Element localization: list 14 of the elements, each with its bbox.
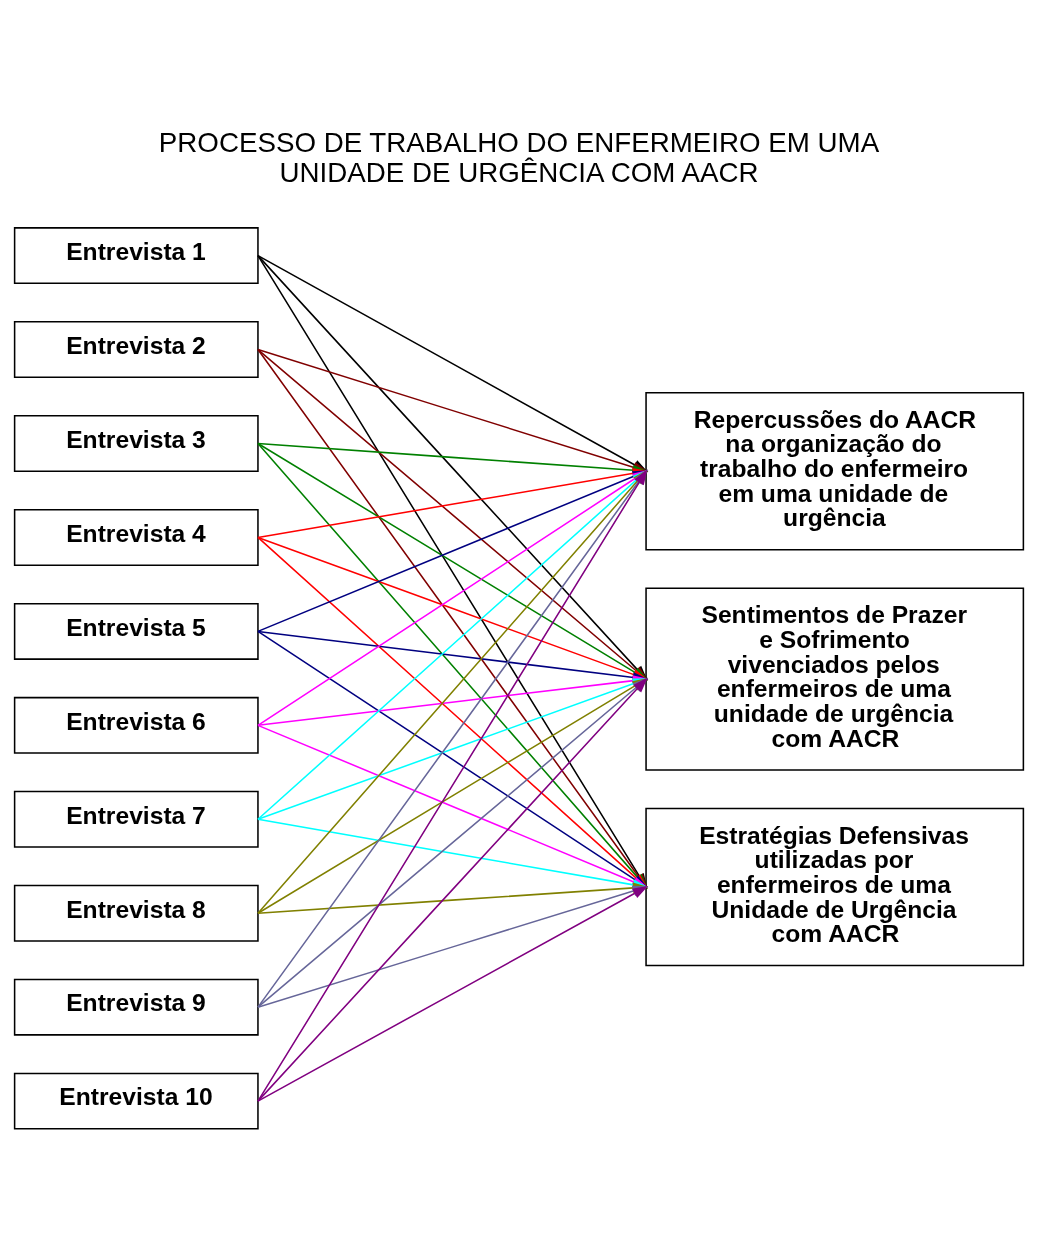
node-box: Entrevista 6 [13, 696, 259, 754]
node-box: Entrevista 8 [13, 884, 259, 942]
node-box: Entrevista 9 [13, 978, 259, 1036]
node-box: Entrevista 4 [13, 508, 259, 566]
diagram-title: PROCESSO DE TRABALHO DO ENFERMEIRO EM UMA UNIDADE DE URGÊNCIA COM AACR [158, 126, 880, 189]
node-box: Sentimentos de Prazer e Sofrimento vivenciados pelos enfermeiros de uma unidade de urgência com AACR [645, 587, 1025, 771]
node-box: Entrevista 10 [13, 1072, 259, 1130]
node-box: Entrevista 1 [13, 227, 259, 285]
node-box: Entrevista 7 [13, 790, 259, 848]
node-box: Entrevista 3 [13, 415, 259, 472]
node-box: Entrevista 5 [13, 602, 259, 660]
node-box: Estratégias Defensivas utilizadas por enfermeiros de uma Unidade de Urgência com AACR [645, 807, 1025, 967]
node-box: Entrevista 2 [13, 321, 259, 379]
node-box: Repercussões do AACR na organização do trabalho do enfermeiro em uma unidade de urgência [645, 391, 1025, 551]
